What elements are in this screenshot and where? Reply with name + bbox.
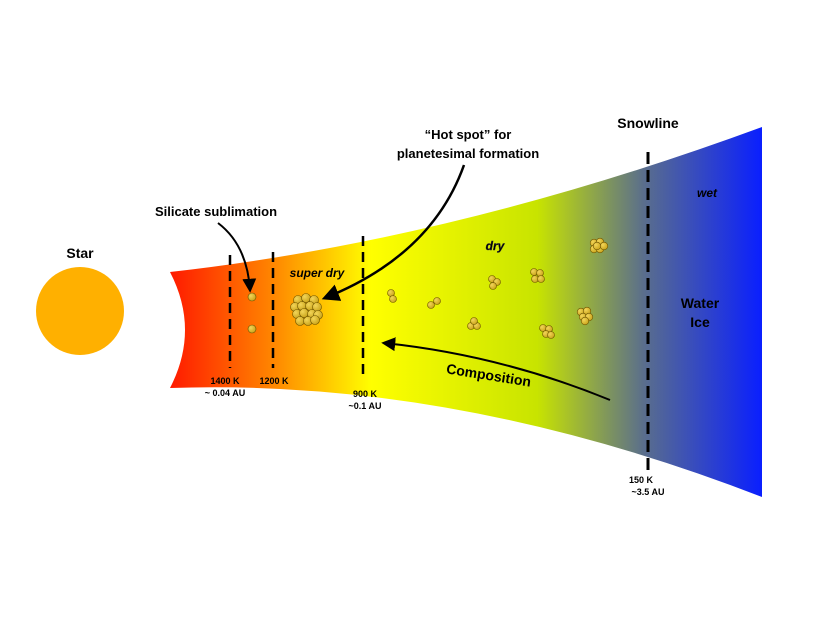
star — [36, 267, 124, 355]
pebble — [489, 282, 497, 290]
pebble-group-a — [530, 268, 545, 283]
pebble-trio-a — [467, 317, 481, 330]
hot-spot-label-line2: planetesimal formation — [397, 146, 539, 161]
pebble — [470, 317, 478, 325]
pebble — [427, 301, 435, 309]
pebble-pair-b — [427, 297, 441, 309]
silicate-sublimation-label: Silicate sublimation — [155, 204, 277, 219]
pebble — [547, 331, 555, 339]
pebble — [247, 292, 257, 302]
pebble — [537, 275, 545, 283]
water-ice-label-line2: Ice — [690, 314, 710, 330]
pebble-field — [247, 237, 609, 339]
pebble-group-d — [589, 237, 609, 254]
pebble — [389, 295, 397, 303]
pebble-trio-b — [488, 275, 501, 290]
pebble-single-b — [247, 324, 257, 334]
marker-1400k-temp: 1400 K — [210, 376, 240, 386]
pebble — [310, 315, 320, 325]
marker-900k-distance: ~0.1 AU — [349, 401, 382, 411]
star-label: Star — [66, 245, 94, 261]
pebble-pair-a — [387, 289, 397, 303]
marker-150k-distance: ~3.5 AU — [632, 487, 665, 497]
snowline-label: Snowline — [617, 115, 679, 131]
composition-arrow — [381, 337, 611, 401]
pebble-group-c — [576, 306, 594, 326]
pebble — [592, 241, 602, 251]
pebble-single-a — [247, 292, 257, 302]
silicate-arrow — [217, 222, 257, 293]
planetesimal-cluster-hotspot — [290, 293, 323, 326]
pebble — [599, 241, 609, 251]
water-ice-label-line1: Water — [681, 295, 720, 311]
marker-900k-temp: 900 K — [353, 389, 378, 399]
dry-label: dry — [486, 239, 506, 253]
pebble — [433, 297, 441, 305]
wet-label: wet — [697, 186, 718, 200]
pebble-group-b — [539, 324, 555, 339]
pebble — [580, 316, 590, 326]
marker-1200k-temp: 1200 K — [259, 376, 289, 386]
hot-spot-label-line1: “Hot spot” for — [425, 127, 512, 142]
pebble — [299, 308, 309, 318]
protoplanetary-disk — [170, 127, 762, 497]
pebble — [247, 324, 257, 334]
marker-1400k-distance: ~ 0.04 AU — [205, 388, 245, 398]
pebble — [301, 293, 311, 303]
marker-150k-temp: 150 K — [629, 475, 654, 485]
hot-spot-arrow — [321, 164, 466, 301]
pebble — [295, 316, 305, 326]
super-dry-label: super dry — [290, 266, 346, 280]
